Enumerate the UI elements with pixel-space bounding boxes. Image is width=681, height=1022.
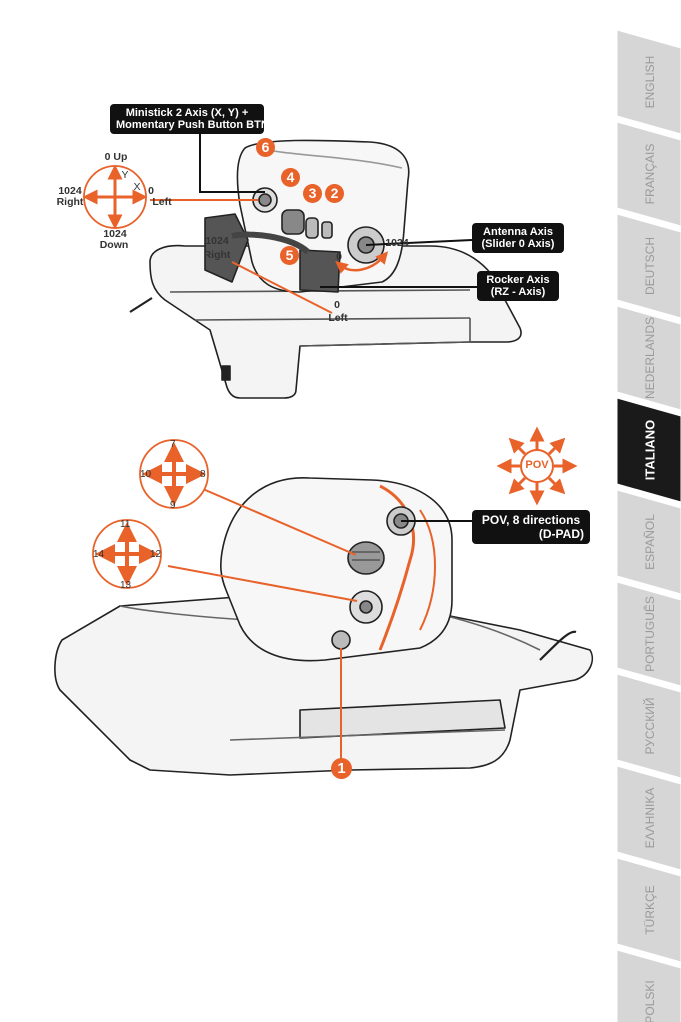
hat2-right: 12: [150, 549, 162, 560]
language-tab-label: РУССКИЙ: [642, 698, 657, 755]
bottom-callout-lines: [92, 426, 578, 760]
rocker-right-value: 1024: [205, 235, 229, 247]
language-tab-10[interactable]: POLSKI: [616, 949, 681, 1022]
language-tab-9[interactable]: TÜRKÇE: [616, 857, 681, 963]
antenna-min-label: 0: [336, 251, 342, 263]
pov-label-line2: (D-PAD): [538, 527, 584, 541]
ministick-label-line1: Ministick 2 Axis (X, Y) +: [125, 107, 249, 119]
language-tab-label: PORTUGUÊS: [642, 596, 657, 672]
stick-x-label: X: [133, 181, 141, 193]
rocker-left-value: 0: [334, 299, 340, 311]
language-tab-8[interactable]: ΕΛΛΗΝΙΚΑ: [616, 765, 681, 871]
hat1-right: 8: [200, 469, 206, 480]
language-tab-1[interactable]: FRANÇAIS: [616, 121, 681, 227]
badge-2: 2: [325, 184, 344, 203]
language-tab-label: ITALIANO: [642, 420, 657, 480]
language-tab-0[interactable]: ENGLISH: [616, 29, 681, 135]
stick-down-value: 1024: [103, 228, 127, 240]
rocker-label-line2: (RZ - Axis): [490, 286, 546, 298]
hat1-left: 10: [140, 469, 152, 480]
language-tab-5[interactable]: ESPAÑOL: [616, 489, 681, 595]
language-tab-label: ENGLISH: [643, 56, 657, 109]
language-tab-6[interactable]: PORTUGUÊS: [616, 581, 681, 687]
pov-arrows-icon: [496, 426, 578, 506]
language-tab-2[interactable]: DEUTSCH: [616, 213, 681, 319]
antenna-label-line1: Antenna Axis: [483, 226, 553, 238]
language-tab-7[interactable]: РУССКИЙ: [616, 673, 681, 779]
antenna-axis-callout: Antenna Axis (Slider 0 Axis): [472, 223, 564, 253]
stick-up-label: 0 Up: [104, 151, 128, 163]
rocker-left-label: Left: [328, 312, 348, 324]
pov-badge-label: POV: [525, 459, 549, 471]
ministick-label-line2: Momentary Push Button BTN 6: [116, 119, 278, 131]
badge-5: 5: [280, 246, 299, 265]
hat1-bottom: 9: [170, 500, 176, 511]
rocker-label-line1: Rocker Axis: [486, 274, 550, 286]
stick-left-label: Left: [152, 196, 172, 208]
language-tab-label: NEDERLANDS: [643, 317, 657, 399]
stick-right-value: 1024: [58, 185, 82, 197]
language-tab-label: ΕΛΛΗΝΙΚΑ: [643, 788, 657, 849]
badge-3: 3: [303, 184, 322, 203]
stick-left-value: 0: [148, 185, 154, 197]
badge-4: 4: [281, 168, 300, 187]
language-tab-4[interactable]: ITALIANO: [616, 397, 681, 503]
language-tab-3[interactable]: NEDERLANDS: [616, 305, 681, 411]
antenna-max-label: 1024: [385, 237, 409, 249]
rocker-right-label: Right: [203, 249, 231, 261]
rocker-axis-callout: Rocker Axis (RZ - Axis): [477, 271, 559, 301]
language-tab-label: POLSKI: [643, 980, 657, 1022]
top-throttle-illustration: [129, 139, 522, 399]
language-tab-label: ESPAÑOL: [643, 514, 657, 570]
badge-1: 1: [331, 758, 352, 779]
top-callout-lines: [82, 130, 477, 314]
pov-callout: POV, 8 directions (D-PAD): [472, 510, 590, 544]
stick-y-label: Y: [121, 169, 129, 181]
language-tab-label: FRANÇAIS: [643, 144, 657, 205]
hat2-top: 11: [120, 519, 131, 530]
stick-down-label: Down: [99, 239, 129, 251]
language-tab-label: DEUTSCH: [643, 237, 657, 295]
ministick-callout: Ministick 2 Axis (X, Y) + Momentary Push…: [110, 104, 278, 134]
language-tabs: ENGLISH FRANÇAIS DEUTSCH NEDERLANDS ITALIANO…: [616, 29, 681, 1022]
pov-label-line1: POV, 8 directions: [481, 513, 581, 527]
hat2-left: 14: [93, 549, 105, 560]
language-tab-label: TÜRKÇE: [643, 885, 657, 934]
bottom-throttle-illustration: [54, 477, 594, 776]
hat1-top: 7: [170, 439, 176, 450]
antenna-label-line2: (Slider 0 Axis): [481, 238, 555, 250]
stick-right-label: Right: [56, 196, 84, 208]
badge-6: 6: [256, 138, 275, 157]
hat2-bottom: 13: [120, 580, 132, 591]
